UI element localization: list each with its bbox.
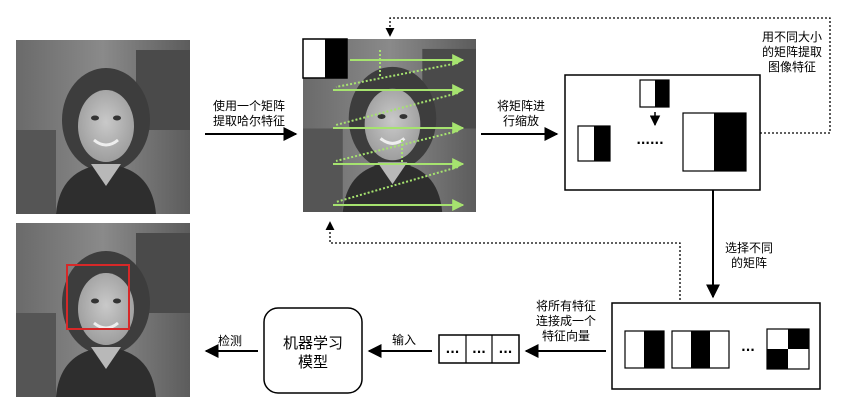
vector-cell-2: ... <box>472 342 486 356</box>
feature-vector <box>438 334 520 364</box>
scaling-box <box>564 74 761 191</box>
ml-model-box <box>263 307 363 394</box>
detected-photo <box>16 223 190 397</box>
label-scale-matrix: 将矩阵进 行缩放 <box>496 99 545 128</box>
scan-path <box>333 50 465 211</box>
label-ml-model: 机器学习 模型 <box>282 334 343 371</box>
label-different-sizes: 用不同大小 的矩阵提取 图像特征 <box>761 30 822 74</box>
haar-feature-window <box>302 38 348 79</box>
feedback-loop-bottom <box>325 221 681 300</box>
vector-cell-3: ... <box>498 342 513 356</box>
face-detection-box <box>66 264 130 330</box>
label-input: 输入 <box>391 333 416 347</box>
label-concat-features: 将所有特征 连接成一个 特征向量 <box>535 299 596 343</box>
vector-cell-1: ... <box>445 342 460 356</box>
original-photo <box>16 40 190 214</box>
label-detect: 检测 <box>217 334 242 348</box>
scale-ellipsis: ...... <box>636 133 664 147</box>
label-select-matrix: 选择不同 的矩阵 <box>724 241 773 270</box>
feedback-loop-top <box>385 17 831 134</box>
feature-set-box <box>611 302 821 390</box>
label-use-matrix: 使用一个矩阵 提取哈尔特征 <box>212 99 285 128</box>
feature-ellipsis: ... <box>741 340 755 354</box>
